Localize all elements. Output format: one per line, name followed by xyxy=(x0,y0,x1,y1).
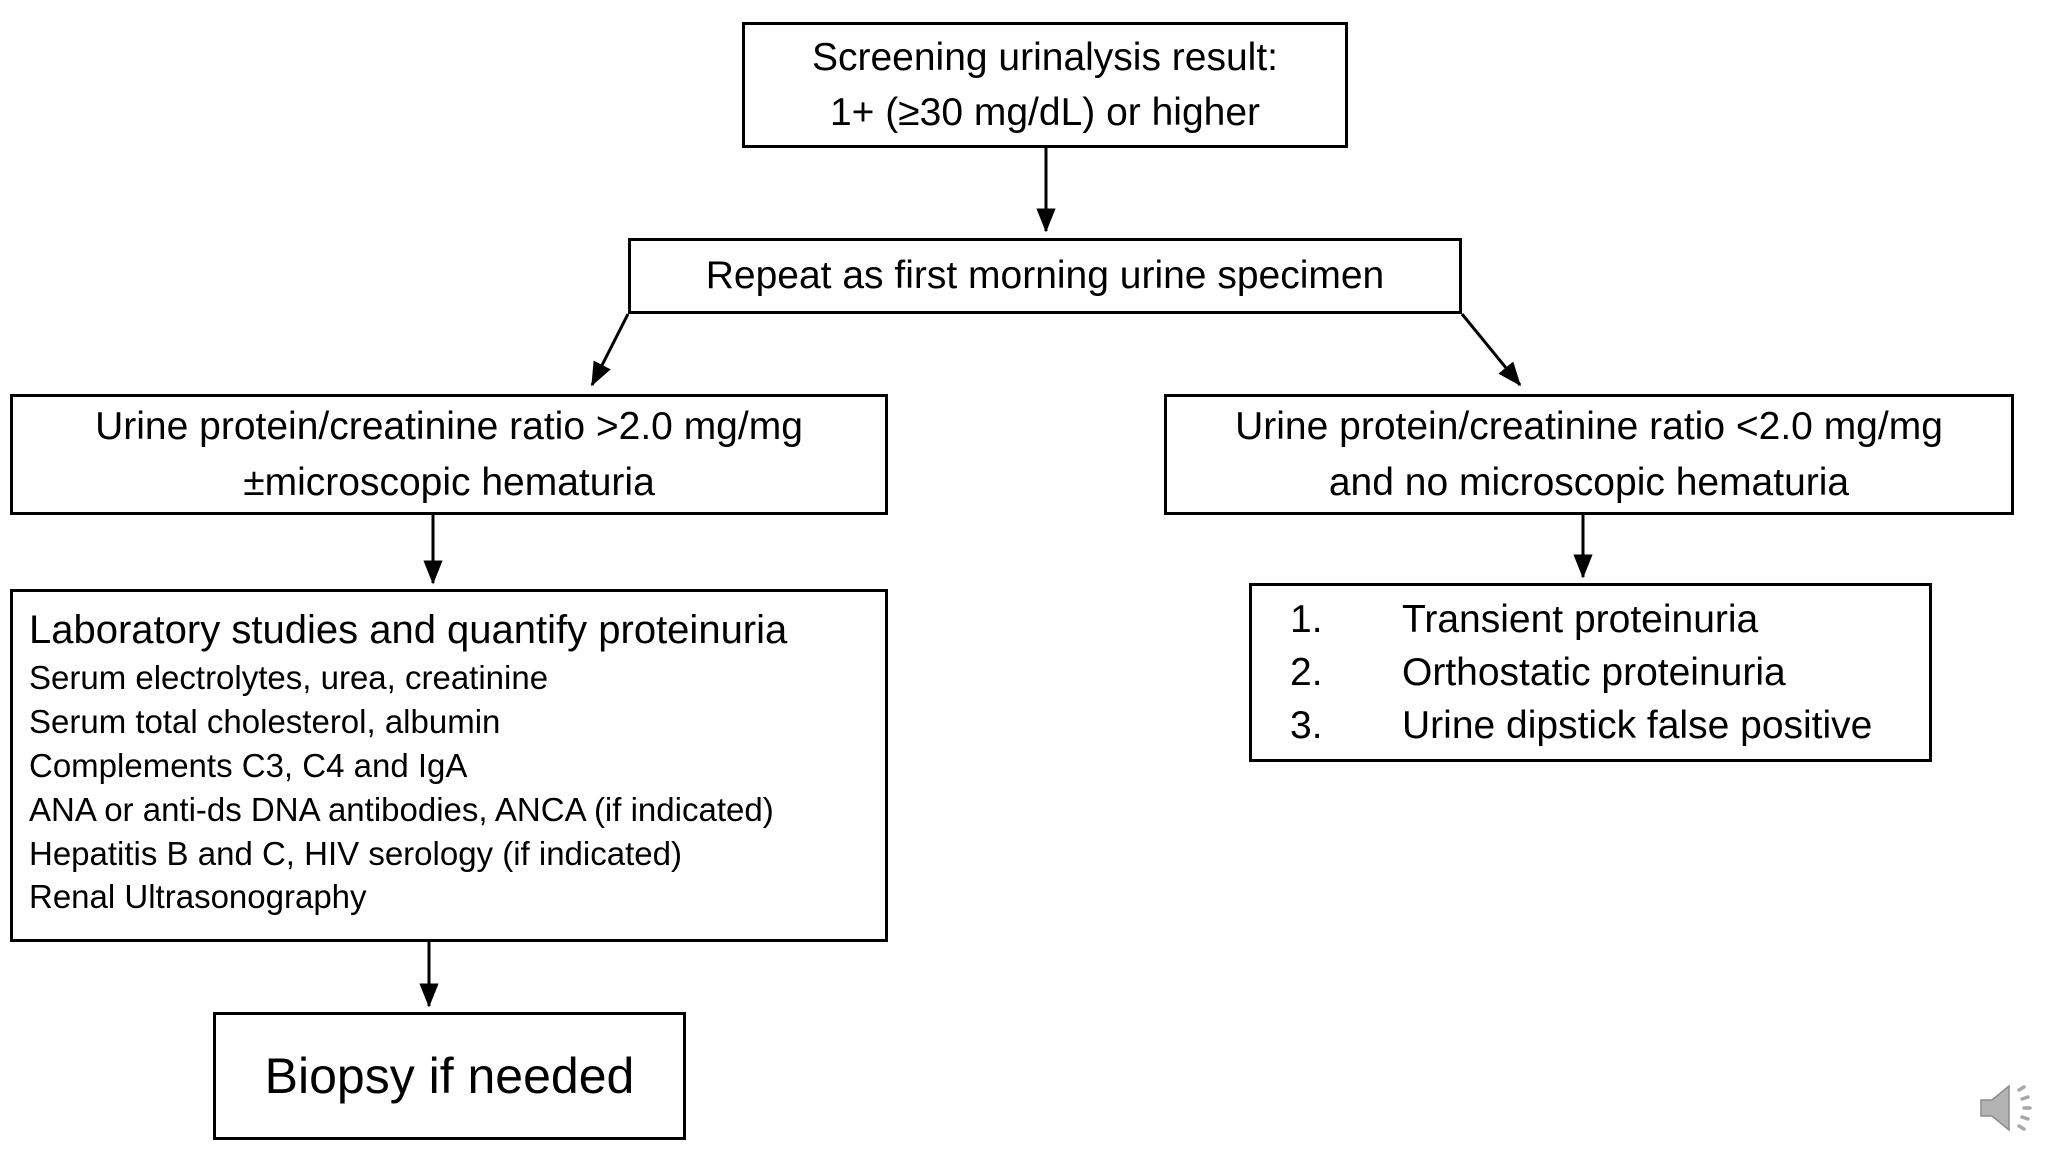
outcome-number: 2. xyxy=(1290,650,1323,694)
low-ratio-line-2: and no microscopic hematuria xyxy=(1328,460,1850,504)
lab-item: ANA or anti-ds DNA antibodies, ANCA (if … xyxy=(29,790,774,828)
flow-node-benign-outcomes: 1. Transient proteinuria 2. Orthostatic … xyxy=(1249,583,1932,762)
outcome-item: 3. Urine dipstick false positive xyxy=(1290,699,1929,752)
lab-item: Renal Ultrasonography xyxy=(29,878,367,916)
repeat-label: Repeat as first morning urine specimen xyxy=(705,254,1385,298)
flow-node-low-ratio: Urine protein/creatinine ratio <2.0 mg/m… xyxy=(1164,394,2014,515)
flow-node-biopsy: Biopsy if needed xyxy=(213,1012,686,1140)
outcome-text: Transient proteinuria xyxy=(1402,597,1759,641)
flow-node-laboratory-studies: Laboratory studies and quantify proteinu… xyxy=(10,589,888,942)
speaker-sound-waves xyxy=(2017,1085,2032,1131)
high-ratio-line-1: Urine protein/creatinine ratio >2.0 mg/m… xyxy=(95,405,803,449)
lab-title: Laboratory studies and quantify proteinu… xyxy=(29,608,788,652)
lab-item: Serum electrolytes, urea, creatinine xyxy=(29,659,549,696)
outcome-text: Urine dipstick false positive xyxy=(1402,704,1873,748)
outcome-number: 3. xyxy=(1290,704,1323,748)
outcome-text: Orthostatic proteinuria xyxy=(1402,650,1786,694)
screening-line-1: Screening urinalysis result: xyxy=(811,35,1279,79)
outcome-item: 2. Orthostatic proteinuria xyxy=(1290,646,1929,699)
high-ratio-line-2: ±microscopic hematuria xyxy=(243,460,655,504)
low-ratio-line-1: Urine protein/creatinine ratio <2.0 mg/m… xyxy=(1235,405,1943,449)
outcome-number: 1. xyxy=(1290,597,1323,641)
lab-item: Serum total cholesterol, albumin xyxy=(29,702,501,740)
speaker-audio-icon[interactable] xyxy=(1975,1078,2039,1138)
screening-line-2: 1+ (≥30 mg/dL) or higher xyxy=(829,91,1261,134)
speaker-body xyxy=(1980,1084,2010,1132)
arrow-repeat-to-low xyxy=(1460,313,1522,387)
flow-node-repeat-specimen: Repeat as first morning urine specimen xyxy=(628,238,1462,314)
biopsy-label: Biopsy if needed xyxy=(264,1047,635,1104)
flow-node-screening-result: Screening urinalysis result: 1+ (≥30 mg/… xyxy=(742,22,1348,148)
flow-node-high-ratio: Urine protein/creatinine ratio >2.0 mg/m… xyxy=(10,394,888,515)
arrow-repeat-to-high xyxy=(590,313,630,387)
lab-item: Complements C3, C4 and IgA xyxy=(29,746,468,784)
lab-item: Hepatitis B and C, HIV serology (if indi… xyxy=(29,834,682,872)
outcome-item: 1. Transient proteinuria xyxy=(1290,593,1929,646)
